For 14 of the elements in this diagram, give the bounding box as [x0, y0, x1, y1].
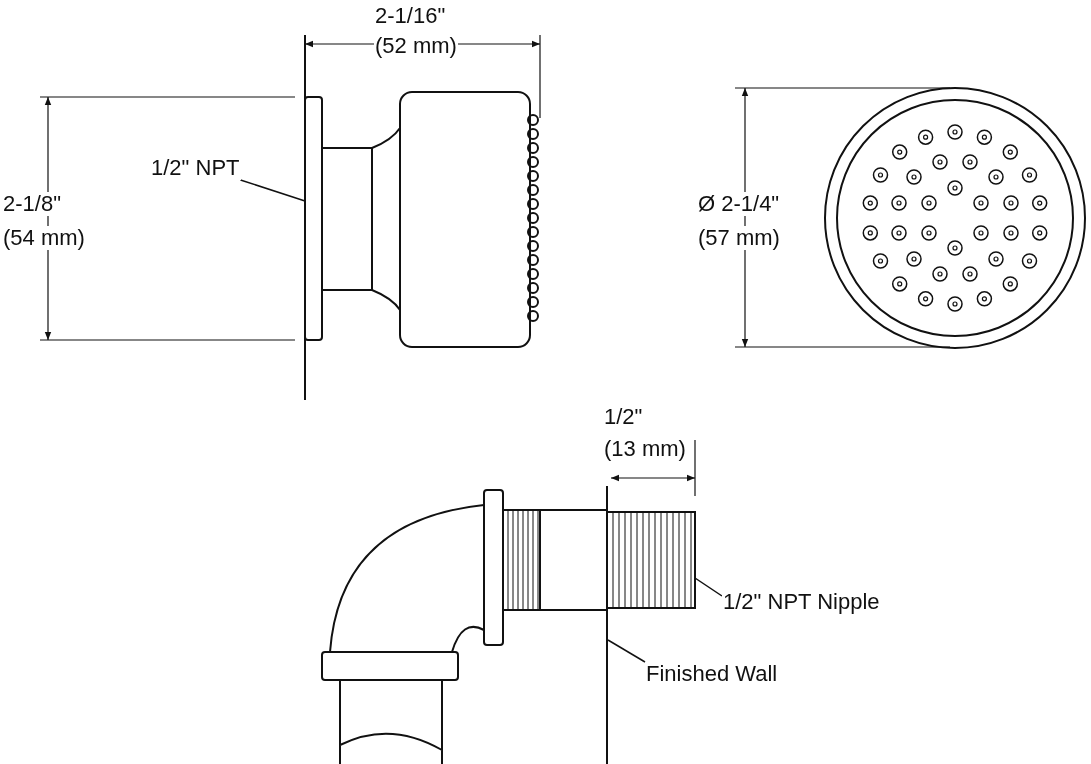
dimension-label: (52 mm): [374, 34, 458, 58]
dimension-label: Ø 2-1/4": [697, 192, 781, 216]
dimension-label: (13 mm): [603, 437, 687, 461]
leader-line: [607, 639, 646, 663]
dimension-label: 2-1/8": [2, 192, 62, 216]
leader-line: [239, 179, 306, 202]
dimension-label: (57 mm): [697, 226, 781, 250]
wall-line: [606, 486, 608, 764]
pipe-nipple-drawing: [606, 511, 696, 609]
dimension-label: (54 mm): [2, 226, 86, 250]
leader-line: [694, 577, 723, 597]
callout-label: 1/2" NPT Nipple: [722, 590, 881, 614]
mounting-flange: [304, 96, 323, 341]
callout-label: 1/2" NPT: [150, 156, 241, 180]
